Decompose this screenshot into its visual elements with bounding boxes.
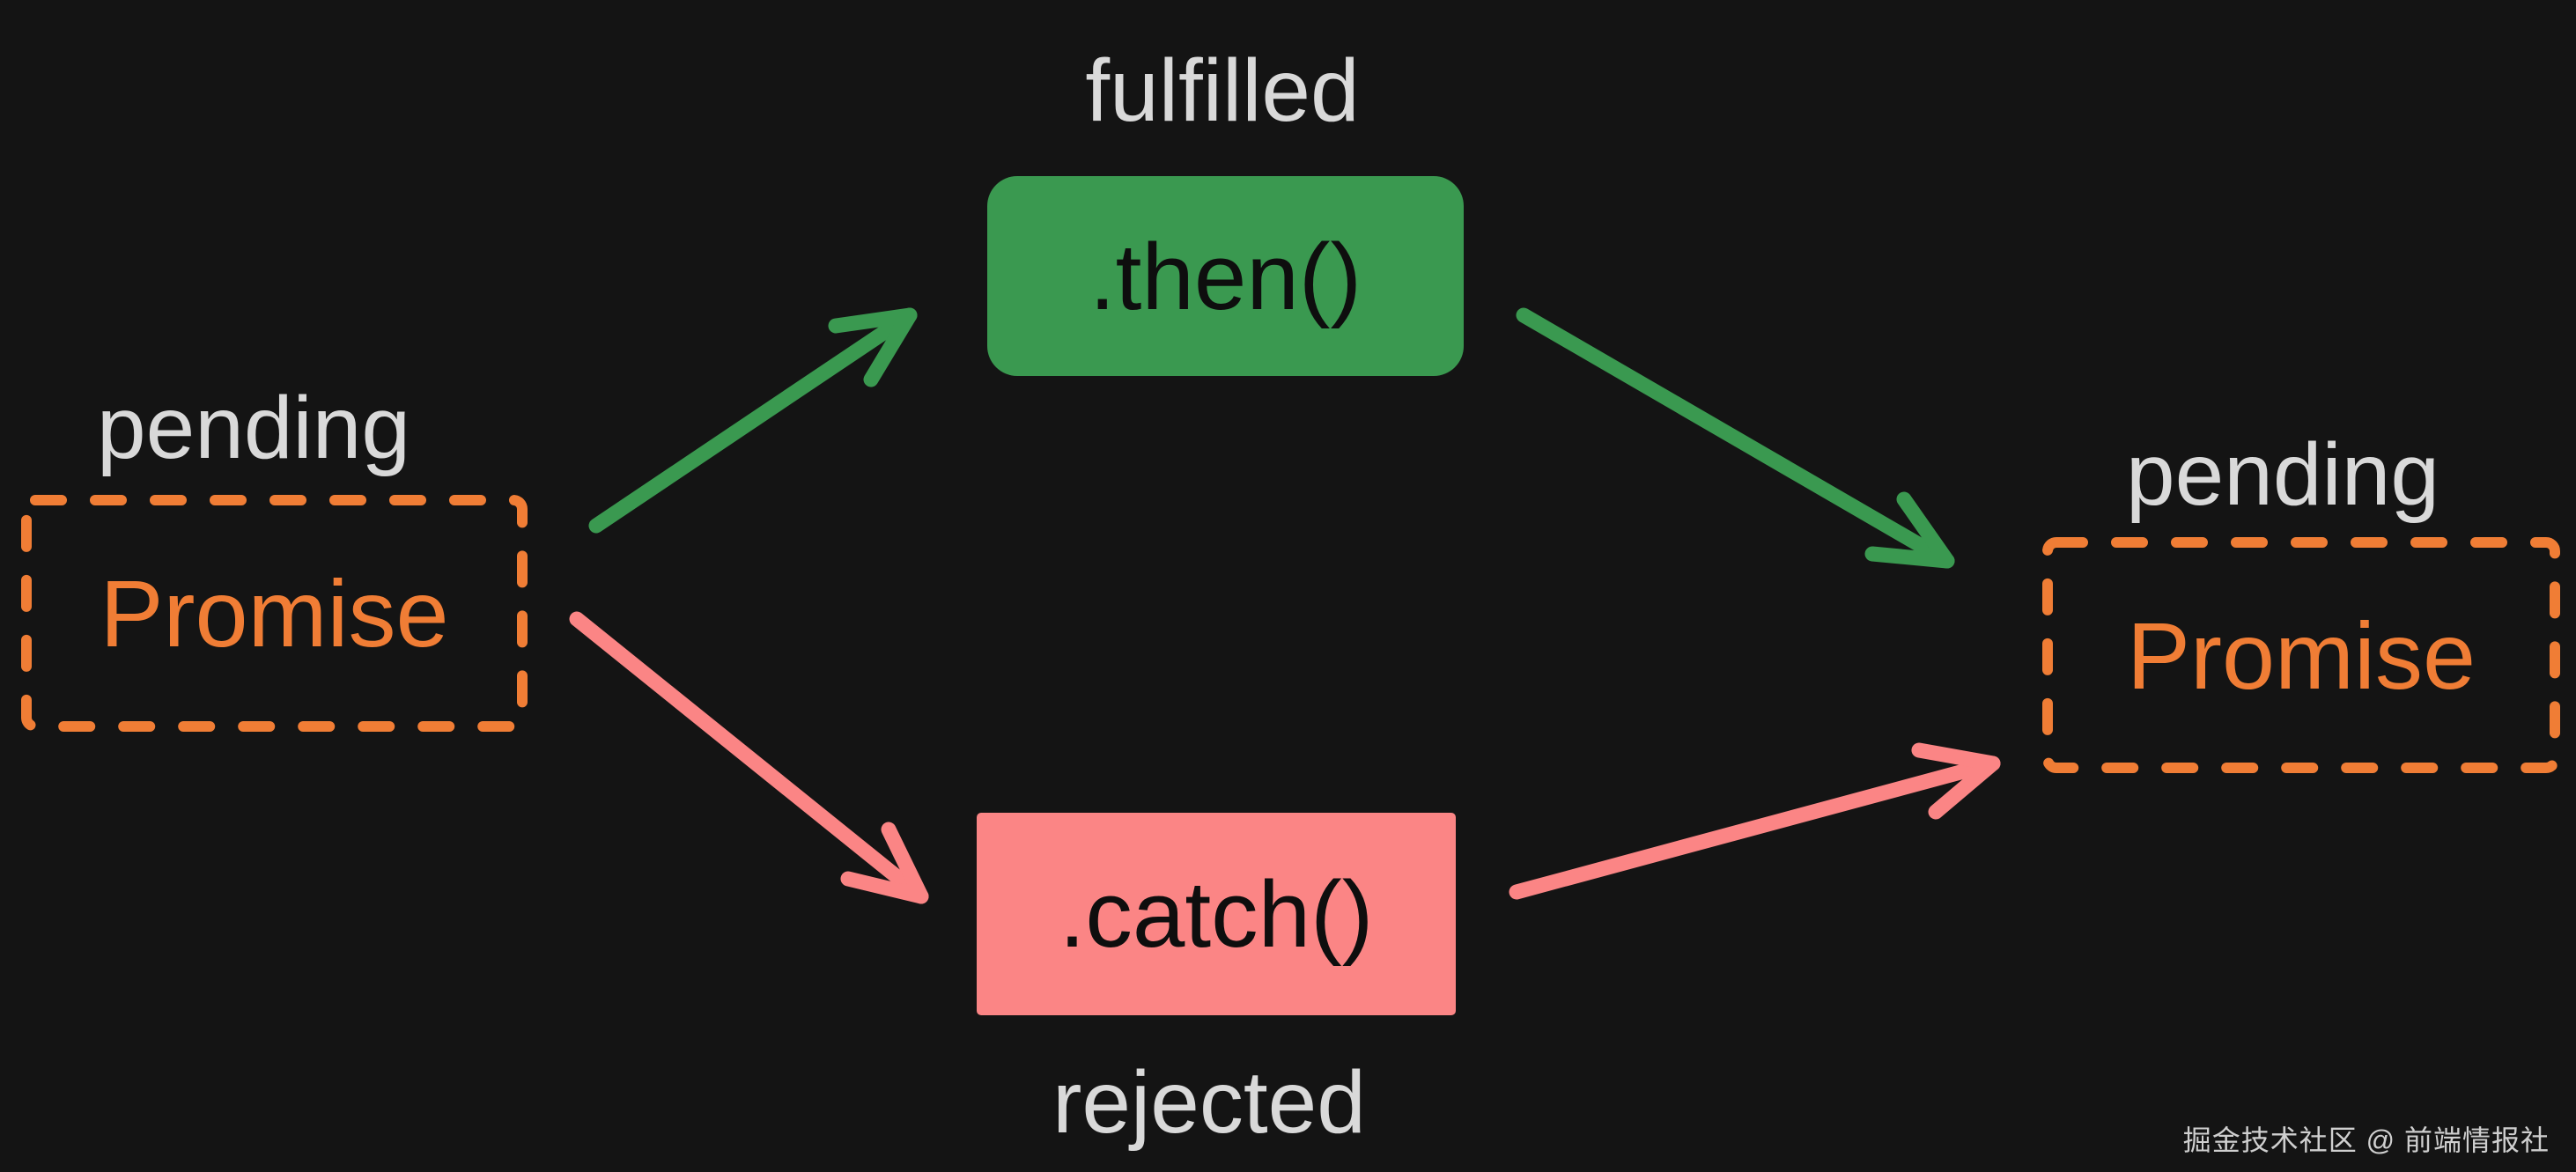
source-promise-state-label: pending xyxy=(97,379,410,477)
arrowhead-icon xyxy=(840,822,929,904)
arrow-then-to-result xyxy=(1516,307,1955,569)
arrowhead-icon xyxy=(1911,742,2001,820)
arrowhead-icon xyxy=(1864,491,1955,569)
then-label: .then() xyxy=(1089,223,1362,329)
result-promise-state-label: pending xyxy=(2126,425,2439,524)
result-promise-box: Promise xyxy=(2042,537,2560,773)
source-promise-box: Promise xyxy=(21,495,528,732)
arrow-source-to-catch xyxy=(569,611,929,904)
catch-label: .catch() xyxy=(1059,861,1374,967)
arrow-source-to-then xyxy=(588,307,918,534)
catch-box: .catch() xyxy=(977,813,1456,1015)
arrowhead-icon xyxy=(828,307,918,387)
arrow-catch-to-result xyxy=(1509,742,2001,900)
arrow-shaft xyxy=(1509,756,2001,900)
then-box: .then() xyxy=(987,176,1464,376)
watermark: 掘金技术社区 @ 前端情报社 xyxy=(2182,1124,2550,1156)
fulfilled-state-label: fulfilled xyxy=(1085,41,1360,140)
result-promise-border xyxy=(2042,537,2560,773)
arrow-shaft xyxy=(1516,307,1955,569)
arrow-shaft xyxy=(569,611,929,904)
rejected-state-label: rejected xyxy=(1052,1053,1366,1152)
source-promise-label: Promise xyxy=(100,560,449,667)
arrow-shaft xyxy=(588,307,918,534)
result-promise-label: Promise xyxy=(2126,601,2476,709)
source-promise-border xyxy=(21,495,528,732)
